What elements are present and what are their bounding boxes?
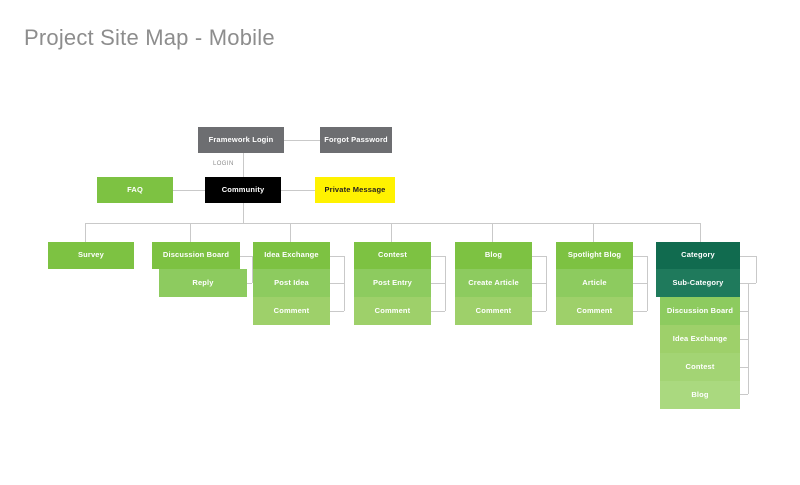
connector-drop-contest [391,223,392,242]
node-contest[interactable]: Contest [354,242,431,269]
node-idea-exchange-post-idea[interactable]: Post Idea [253,269,330,297]
connector-level2-bus [85,223,700,224]
connector-community-to-private-message [281,190,315,191]
node-blog[interactable]: Blog [455,242,532,269]
node-discussion-board[interactable]: Discussion Board [152,242,240,269]
connector-subcat-to-discussion-board [740,311,748,312]
node-survey[interactable]: Survey [48,242,134,269]
node-private-message[interactable]: Private Message [315,177,395,203]
connector-community-to-faq [173,190,205,191]
connector-spotlight-to-comment [633,311,647,312]
node-category-contest[interactable]: Contest [660,353,740,381]
connector-community-drop [243,203,244,223]
connector-ie-to-post-idea [330,283,344,284]
connector-drop-blog [492,223,493,242]
connector-framework-to-community [243,153,244,177]
node-idea-exchange[interactable]: Idea Exchange [253,242,330,269]
connector-subcat-to-blog [740,394,748,395]
connector-contest-stub-top [431,256,445,257]
node-spotlight-comment[interactable]: Comment [556,297,633,325]
page-title: Project Site Map - Mobile [24,25,275,50]
connector-ie-stub-top [330,256,344,257]
node-forgot-password[interactable]: Forgot Password [320,127,392,153]
connector-subcat-stub-top [740,283,748,284]
connector-subcat-to-contest [740,367,748,368]
connector-spotlight-spine [647,256,648,311]
node-contest-post-entry[interactable]: Post Entry [354,269,431,297]
connector-framework-to-forgot [284,140,320,141]
connector-ie-spine [344,256,345,311]
connector-drop-idea-exchange [290,223,291,242]
node-sub-category[interactable]: Sub-Category [656,269,740,297]
node-blog-comment[interactable]: Comment [455,297,532,325]
connector-blog-to-comment [532,311,546,312]
node-spotlight-article[interactable]: Article [556,269,633,297]
connector-spotlight-stub-top [633,256,647,257]
node-blog-create-article[interactable]: Create Article [455,269,532,297]
connector-category-spine [756,256,757,283]
node-framework-login[interactable]: Framework Login [198,127,284,153]
node-contest-comment[interactable]: Comment [354,297,431,325]
node-category[interactable]: Category [656,242,740,269]
connector-category-stub-top [740,256,756,257]
connector-blog-to-create-article [532,283,546,284]
connector-drop-category [700,223,701,242]
connector-contest-to-post-entry [431,283,445,284]
connector-db-spine [252,256,253,283]
connector-spotlight-to-article [633,283,647,284]
connector-drop-discussion-board [190,223,191,242]
node-category-blog[interactable]: Blog [660,381,740,409]
connector-contest-to-comment [431,311,445,312]
node-category-discussion-board[interactable]: Discussion Board [660,297,740,325]
node-discussion-board-reply[interactable]: Reply [159,269,247,297]
connector-blog-spine [546,256,547,311]
node-community[interactable]: Community [205,177,281,203]
node-idea-exchange-comment[interactable]: Comment [253,297,330,325]
connector-db-stub-top [240,256,252,257]
connector-drop-spotlight-blog [593,223,594,242]
connector-drop-survey [85,223,86,242]
node-spotlight-blog[interactable]: Spotlight Blog [556,242,633,269]
edge-label-login: LOGIN [213,161,234,167]
connector-subcat-spine [748,283,749,394]
node-category-idea-exchange[interactable]: Idea Exchange [660,325,740,353]
connector-contest-spine [445,256,446,311]
connector-blog-stub-top [532,256,546,257]
connector-ie-to-comment [330,311,344,312]
connector-subcat-to-idea-exchange [740,339,748,340]
node-faq[interactable]: FAQ [97,177,173,203]
